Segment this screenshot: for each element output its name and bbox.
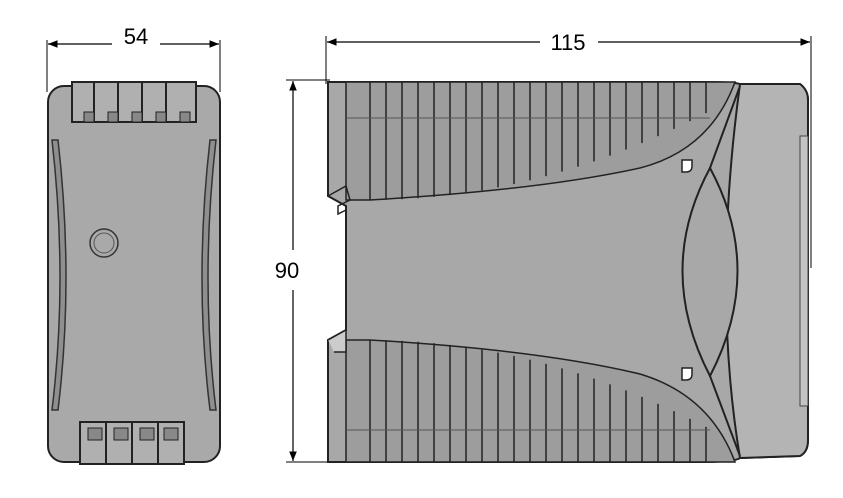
length-label: 115 xyxy=(550,30,585,55)
height-label: 90 xyxy=(275,258,299,283)
width-dimension: 54 xyxy=(46,24,221,92)
left-rail xyxy=(51,139,67,411)
din-clip-bottom xyxy=(327,328,347,353)
side-view: 115 90 xyxy=(275,30,812,463)
top-terminal-block xyxy=(71,81,197,123)
bottom-terminal-block xyxy=(79,421,185,465)
bottom-heatsink-fins xyxy=(345,339,737,463)
din-clip-top xyxy=(327,184,351,216)
marker-top xyxy=(681,159,693,173)
marker-bottom xyxy=(681,367,693,381)
length-dimension: 115 xyxy=(325,30,812,268)
height-dimension: 90 xyxy=(275,79,330,463)
front-view: 54 xyxy=(46,24,221,465)
top-heatsink-fins xyxy=(345,81,737,201)
front-body xyxy=(47,85,221,463)
right-rail xyxy=(201,139,217,411)
width-label: 54 xyxy=(124,24,148,49)
